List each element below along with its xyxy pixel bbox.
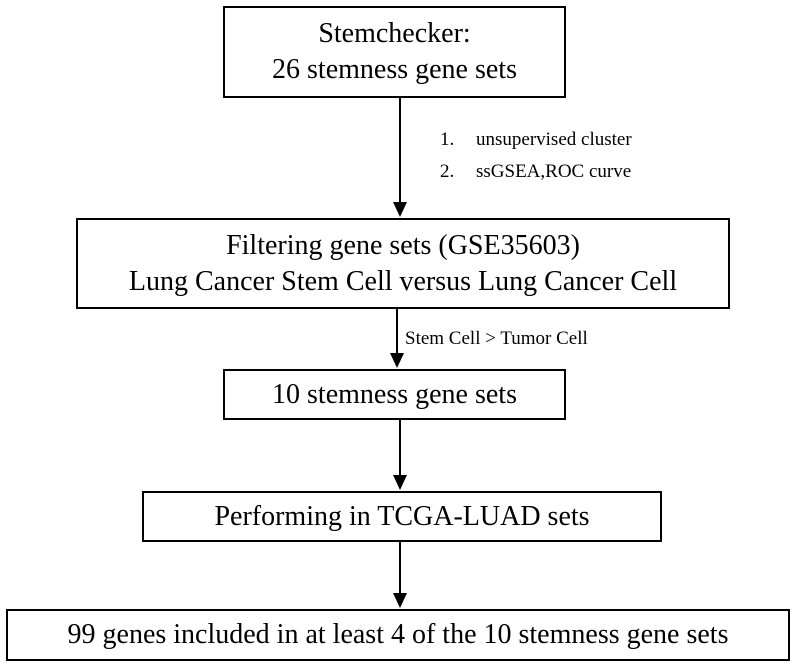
method-steps-list: 1. unsupervised cluster 2. ssGSEA,ROC cu… [440,124,632,188]
step-text: ssGSEA,ROC curve [476,161,632,182]
step-number: 1. [440,129,455,150]
tcga-box: Performing in TCGA-LUAD sets [142,491,662,542]
method-step: 1. unsupervised cluster [440,124,632,156]
edge-label-stem-vs-tumor: Stem Cell > Tumor Cell [405,328,588,349]
arrow-down-4 [392,542,408,609]
stemchecker-title: Stemchecker: [318,18,471,49]
filtering-subtitle: Lung Cancer Stem Cell versus Lung Cancer… [128,265,678,297]
arrow-down-1 [392,98,408,218]
result-label: 99 genes included in at least 4 of the 1… [67,619,729,650]
result-box: 99 genes included in at least 4 of the 1… [6,609,790,661]
filtering-title: Filtering gene sets (GSE35603) [226,229,580,261]
step-text: unsupervised cluster [476,129,632,150]
filtering-box: Filtering gene sets (GSE35603) Lung Canc… [76,218,730,309]
step-number: 2. [440,161,455,182]
arrow-down-3 [392,420,408,491]
ten-gene-sets-label: 10 stemness gene sets [272,378,517,410]
stemchecker-box: Stemchecker: 26 stemness gene sets [223,6,566,98]
arrow-down-2 [389,309,405,369]
ten-gene-sets-box: 10 stemness gene sets [223,369,566,420]
tcga-label: Performing in TCGA-LUAD sets [214,500,590,532]
stemchecker-subtitle: 26 stemness gene sets [272,54,517,85]
method-step: 2. ssGSEA,ROC curve [440,156,632,188]
